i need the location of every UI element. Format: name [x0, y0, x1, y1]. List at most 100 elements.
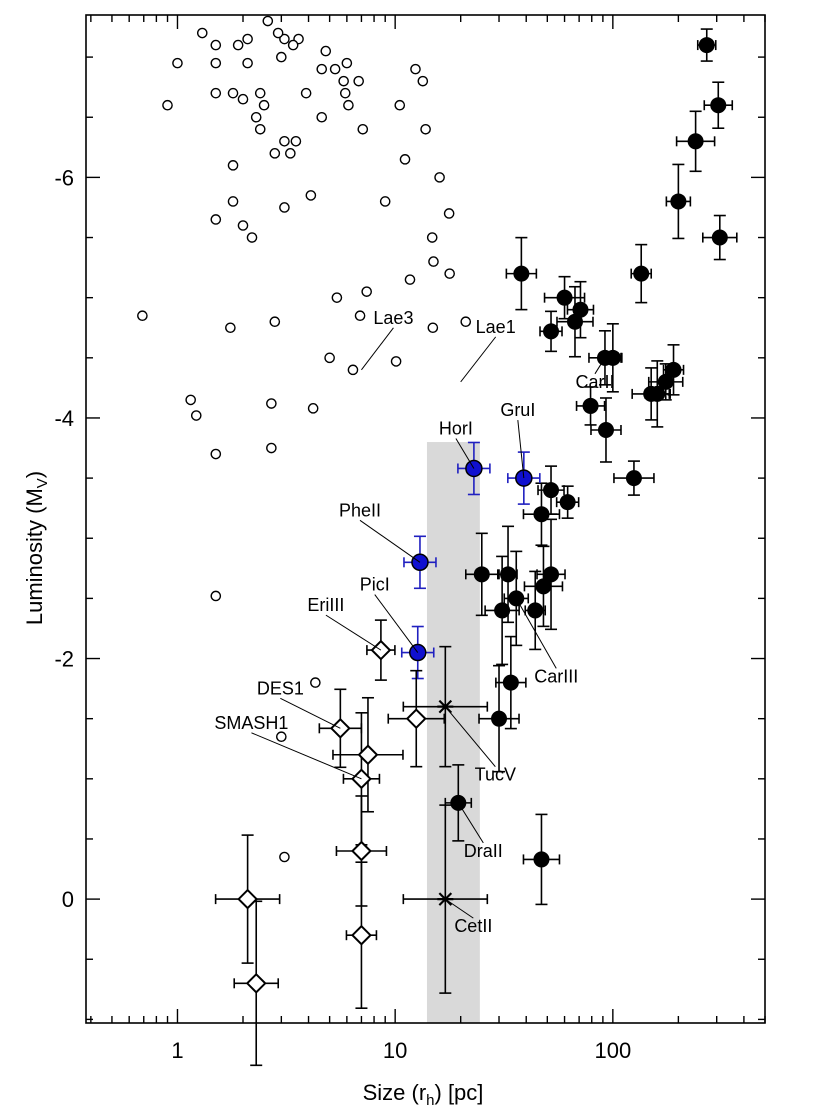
- annotation-leader-line: [457, 802, 484, 844]
- annotation-label: EriIII: [307, 595, 344, 615]
- open-circle-point: [250, 111, 262, 123]
- x-axis-title: Size (rh) [pc]: [363, 1080, 484, 1109]
- x-axis-title-sub: h: [426, 1092, 434, 1109]
- open-circle-point: [190, 410, 202, 421]
- dwarf-galaxy-point: [657, 373, 674, 390]
- open-circle-point: [324, 352, 335, 364]
- dwarf-galaxy-point: [566, 313, 583, 330]
- annotation-leader-line: [444, 706, 496, 767]
- open-circle-point: [254, 87, 266, 99]
- annotation-leader-line: [594, 357, 606, 375]
- dwarf-galaxy-point: [533, 506, 550, 523]
- dwarf-galaxy-point: [572, 301, 589, 318]
- open-circle-point: [420, 123, 431, 135]
- dwarf-galaxy-point: [494, 602, 511, 619]
- dwarf-galaxy-point: [698, 37, 715, 54]
- leader-line-layer: [251, 327, 606, 919]
- open-circle-point: [331, 292, 343, 303]
- open-circle-point: [361, 286, 372, 297]
- annotation-leader-line: [455, 438, 475, 469]
- annotation-leader-line: [325, 614, 382, 651]
- open-circle-point: [185, 394, 196, 406]
- annotation-label: PicI: [360, 575, 390, 595]
- annotation-label: SMASH1: [214, 713, 288, 733]
- open-circle-point: [399, 154, 411, 165]
- open-circle-point: [242, 33, 253, 45]
- open-circle-point: [357, 123, 369, 135]
- x-tick-label: 100: [594, 1038, 631, 1063]
- open-circle-point: [307, 403, 319, 414]
- open-circle-point: [390, 356, 402, 367]
- open-circle-point: [210, 448, 222, 460]
- dwarf-galaxy-point: [604, 349, 621, 366]
- annotation-leader-line: [374, 594, 419, 653]
- annotation-label: DES1: [257, 678, 304, 698]
- y-tick-label: -6: [54, 165, 74, 190]
- dwarf-galaxy-point: [543, 482, 560, 499]
- x-tick-label: 10: [383, 1038, 407, 1063]
- open-circle-point: [329, 63, 341, 75]
- open-circle-point: [290, 136, 302, 147]
- star-cluster-point: [351, 924, 372, 946]
- dwarf-galaxy-point: [473, 566, 490, 583]
- open-circle-point: [242, 57, 253, 69]
- annotation-label: CetII: [454, 916, 492, 936]
- open-circle-point: [266, 398, 277, 409]
- open-circle-point: [460, 316, 472, 328]
- open-circle-point: [258, 99, 270, 111]
- open-circle-point: [272, 27, 284, 39]
- open-circle-point: [285, 148, 296, 159]
- plot-frame: [85, 14, 766, 1024]
- dwarf-galaxy-point: [543, 323, 560, 340]
- open-circle-point: [279, 33, 290, 45]
- dwarf-galaxy-point: [513, 265, 530, 282]
- marker-layer: [137, 15, 728, 994]
- open-circle-point: [279, 202, 290, 213]
- y-tick-label: 0: [62, 887, 74, 912]
- open-circle-point: [434, 172, 445, 183]
- dwarf-galaxy-point: [633, 265, 650, 282]
- dwarf-galaxy-point: [533, 851, 550, 868]
- open-circle-point: [353, 75, 364, 87]
- annotation-label: PheII: [339, 500, 381, 520]
- open-circle-point: [404, 274, 416, 285]
- x-tick-label: 1: [171, 1038, 183, 1063]
- dwarf-galaxy-point: [559, 494, 576, 511]
- highlight-band-layer: [426, 442, 480, 1023]
- open-circle-point: [162, 99, 173, 111]
- annotation-label: DraII: [464, 841, 503, 861]
- open-circle-point: [246, 232, 258, 243]
- dwarf-galaxy-point: [687, 133, 704, 150]
- y-tick-label: -4: [54, 406, 74, 431]
- annotation-leader-line: [251, 732, 362, 780]
- open-circle-point: [254, 123, 266, 135]
- open-circle-point: [443, 208, 455, 219]
- annotation-leader-line: [359, 519, 421, 563]
- dwarf-galaxy-point: [535, 578, 552, 595]
- open-circle-point: [276, 731, 287, 743]
- annotation-leader-line: [517, 420, 525, 479]
- dwarf-galaxy-point: [527, 602, 544, 619]
- open-circle-point: [338, 75, 349, 87]
- dwarf-galaxy-point: [491, 710, 508, 727]
- open-circle-point: [339, 87, 351, 99]
- dwarf-galaxy-point: [665, 361, 682, 378]
- dwarf-galaxy-point: [556, 289, 573, 306]
- y-tick-label: -2: [54, 647, 74, 672]
- dwarf-galaxy-point: [649, 385, 666, 402]
- open-circle-point: [410, 63, 421, 75]
- dwarf-galaxy-point: [582, 397, 599, 414]
- open-circle-point: [428, 256, 439, 267]
- open-circle-point: [444, 268, 455, 279]
- annotation-label: HorI: [439, 418, 473, 438]
- open-circle-point: [237, 93, 249, 105]
- open-circle-point: [172, 57, 183, 69]
- dwarf-galaxy-point: [670, 193, 687, 210]
- annotation-label: CarII: [575, 372, 614, 392]
- annotation-leader-line: [280, 697, 341, 729]
- open-circle-point: [232, 39, 244, 51]
- open-circle-point: [196, 27, 208, 39]
- dwarf-galaxy-point: [710, 97, 727, 114]
